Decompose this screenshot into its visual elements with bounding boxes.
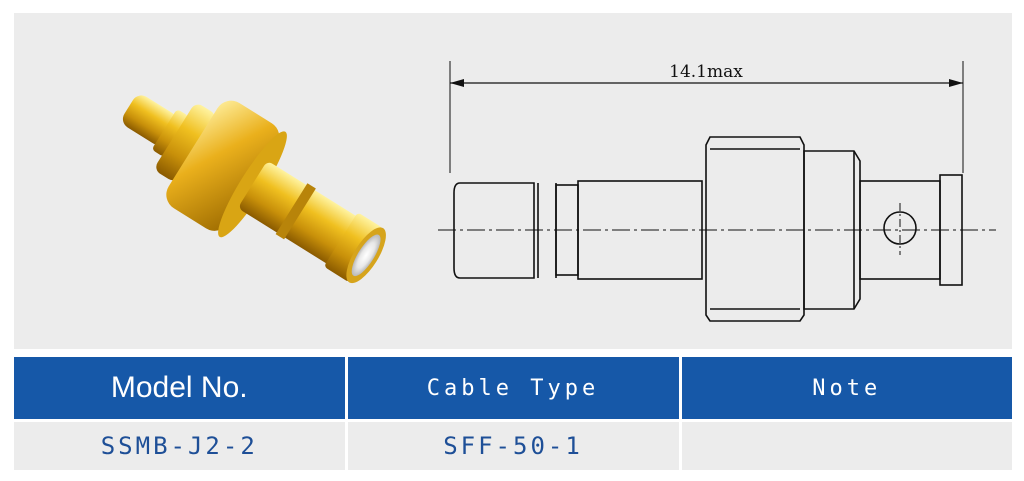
- cell-model-no: SSMB-J2-2: [14, 419, 348, 470]
- header-model-no: Model No.: [14, 357, 348, 421]
- technical-drawing: 14.1max: [438, 61, 996, 322]
- header-row: Model No. Cable Type Note: [14, 357, 1012, 421]
- product-panel: 14.1max: [14, 13, 1012, 349]
- header-note: Note: [680, 357, 1012, 421]
- spec-table: Model No. Cable Type Note SSMB-J2-2 SFF-…: [14, 357, 1012, 470]
- table-row: SSMB-J2-2 SFF-50-1: [14, 419, 1012, 470]
- header-cable-type: Cable Type: [346, 357, 682, 421]
- dimension-label: 14.1max: [669, 62, 743, 82]
- cell-note: [680, 419, 1012, 470]
- cell-cable-type: SFF-50-1: [346, 419, 682, 470]
- connector-photo: [122, 95, 386, 284]
